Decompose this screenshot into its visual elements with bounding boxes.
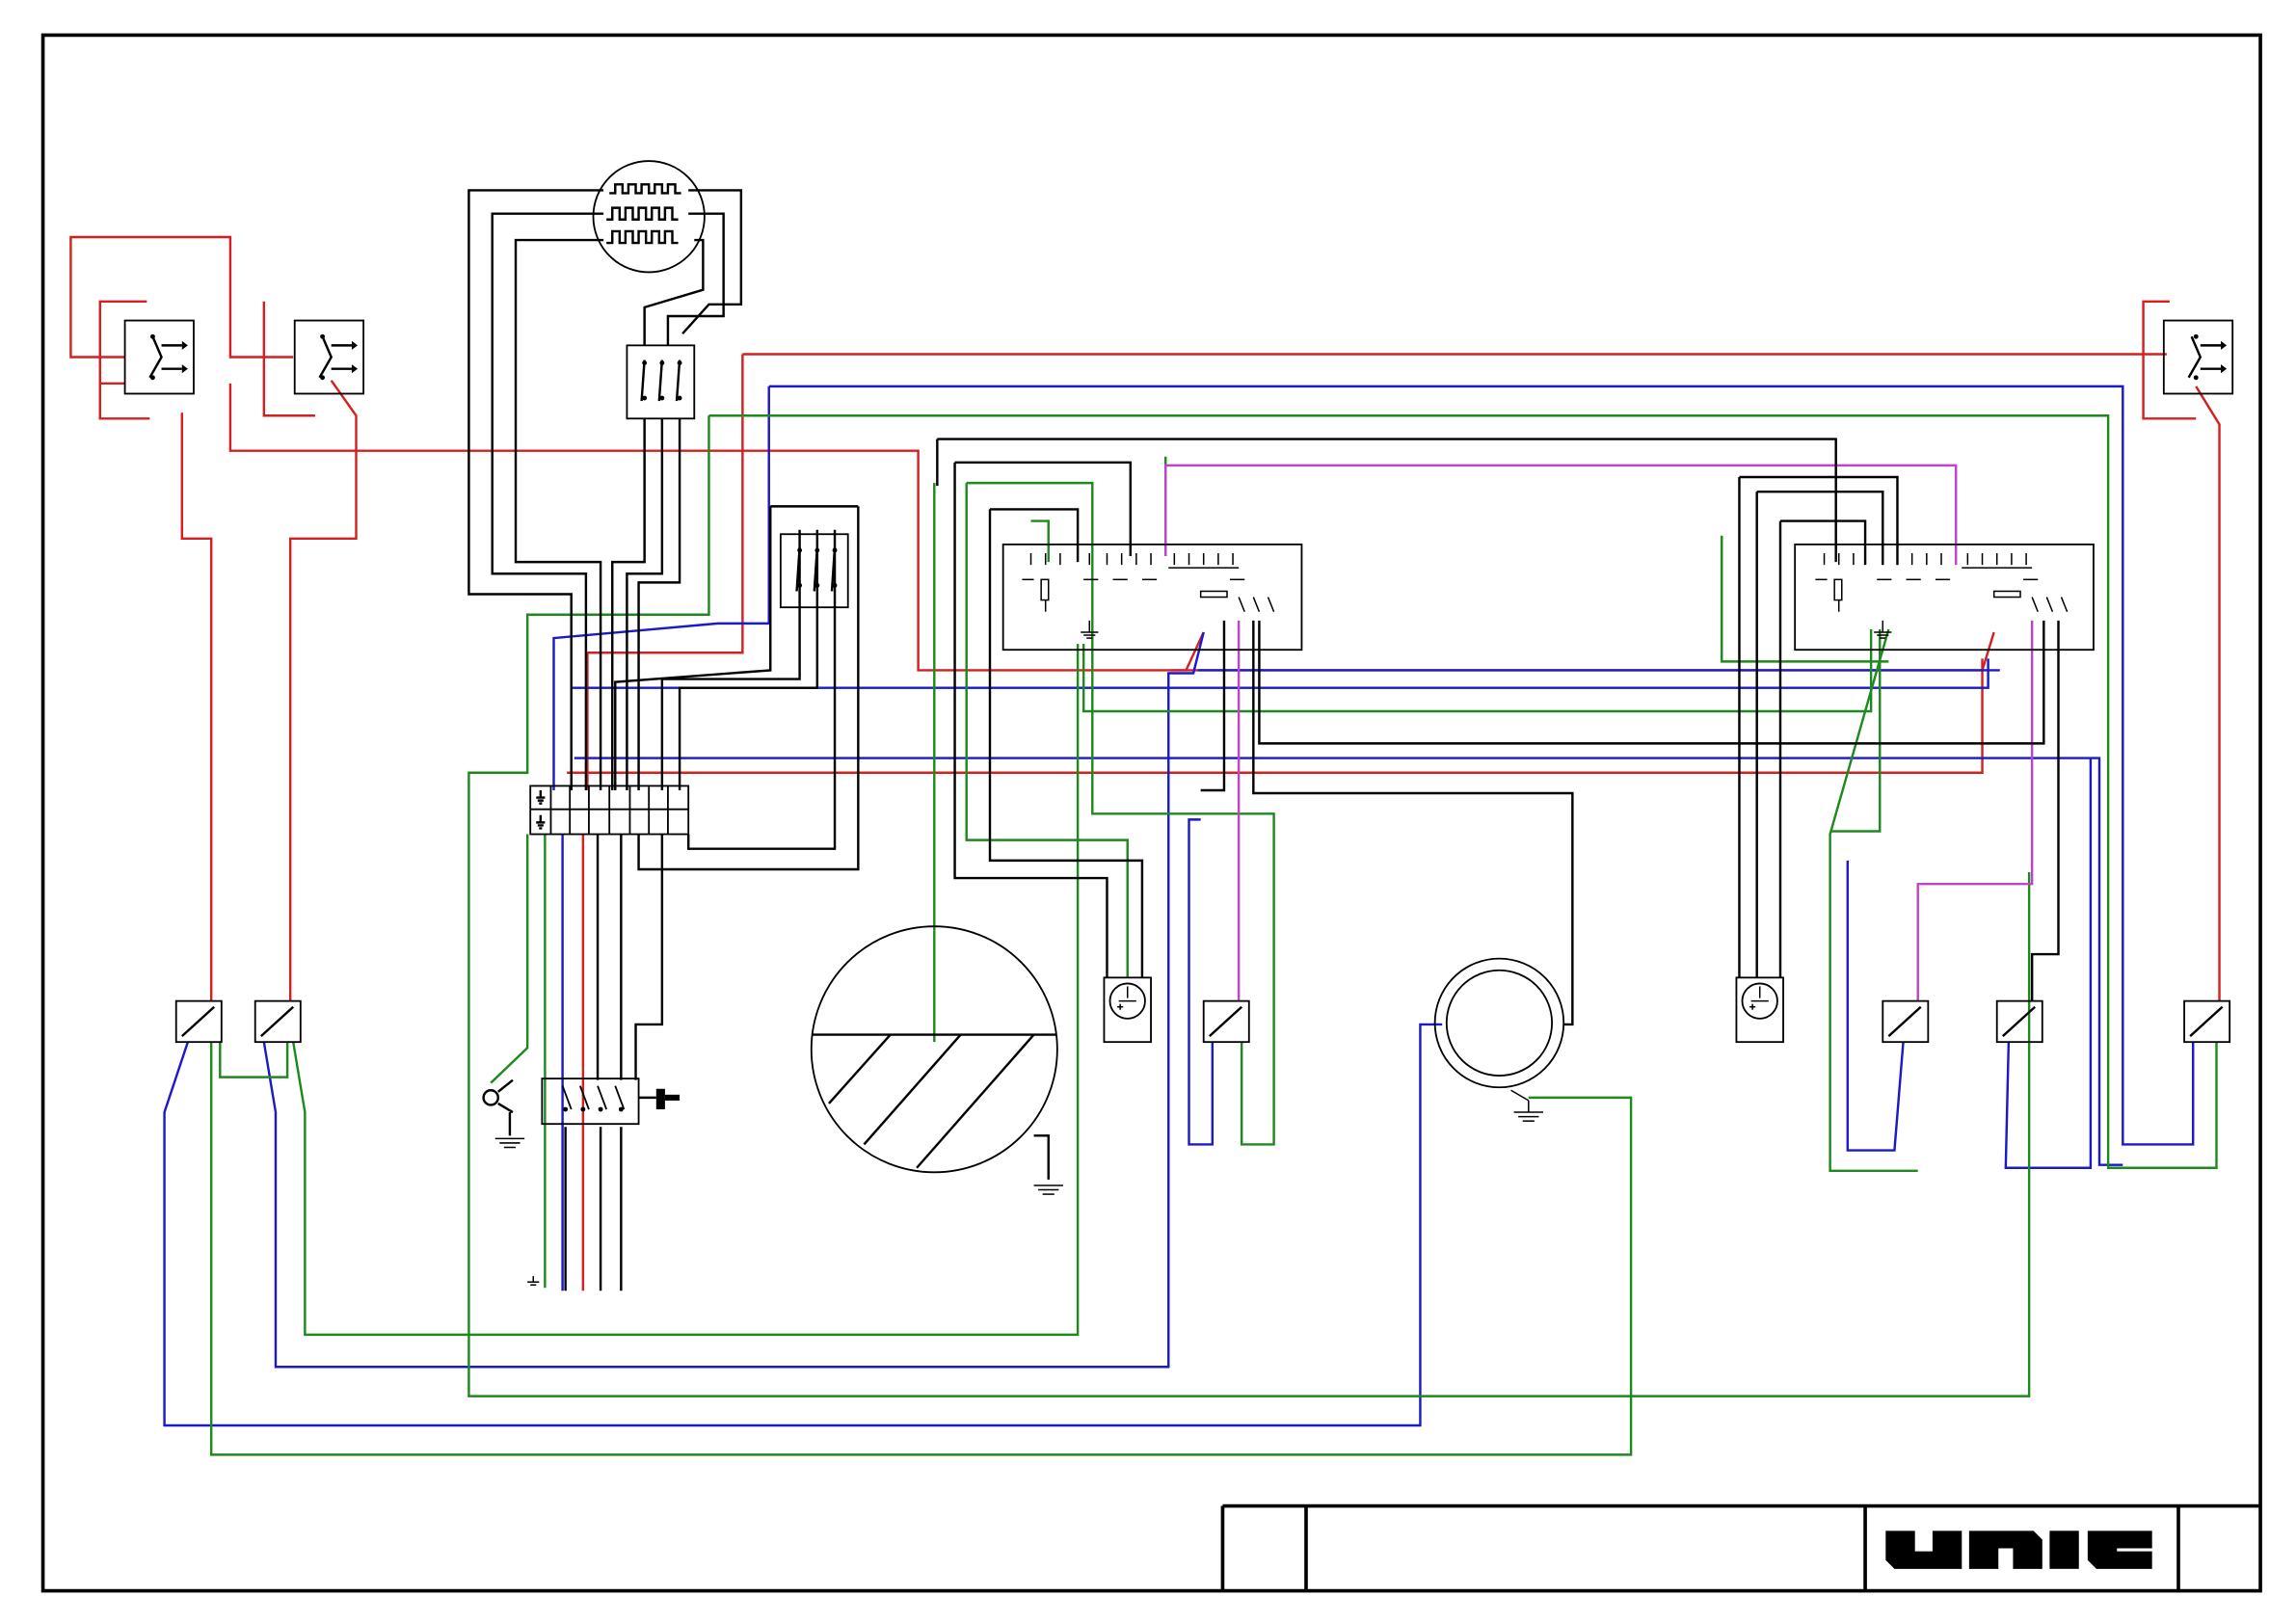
level-probe	[484, 1080, 525, 1148]
solenoid-valve-3	[1204, 1001, 1249, 1043]
heating-element	[593, 161, 704, 272]
boiler-tank	[812, 926, 1063, 1194]
title-block	[1222, 1506, 2260, 1591]
unic-logo	[1885, 1530, 2151, 1568]
flowmeter-left	[1104, 977, 1151, 1042]
terminal-block	[530, 785, 688, 834]
triple-switch-top	[627, 345, 694, 418]
solenoid-valve-5	[1997, 1001, 2042, 1043]
solenoid-valve-4	[1882, 1001, 1928, 1043]
solenoid-valve-2	[255, 1001, 301, 1043]
selector-switch-left-1	[125, 321, 194, 394]
selector-switch-right	[2164, 321, 2232, 394]
selector-switch-left-2	[295, 321, 363, 394]
control-board-right	[1795, 545, 2094, 650]
solenoid-valve-6	[2184, 1001, 2229, 1043]
solenoid-valve-1	[176, 1001, 222, 1043]
red-wires	[70, 237, 2219, 1290]
triple-switch-middle	[781, 534, 848, 607]
green-wires	[211, 415, 2216, 1454]
flowmeter-right	[1736, 977, 1783, 1042]
magenta-wires	[1165, 466, 2032, 1001]
earth-symbol	[527, 1276, 539, 1285]
